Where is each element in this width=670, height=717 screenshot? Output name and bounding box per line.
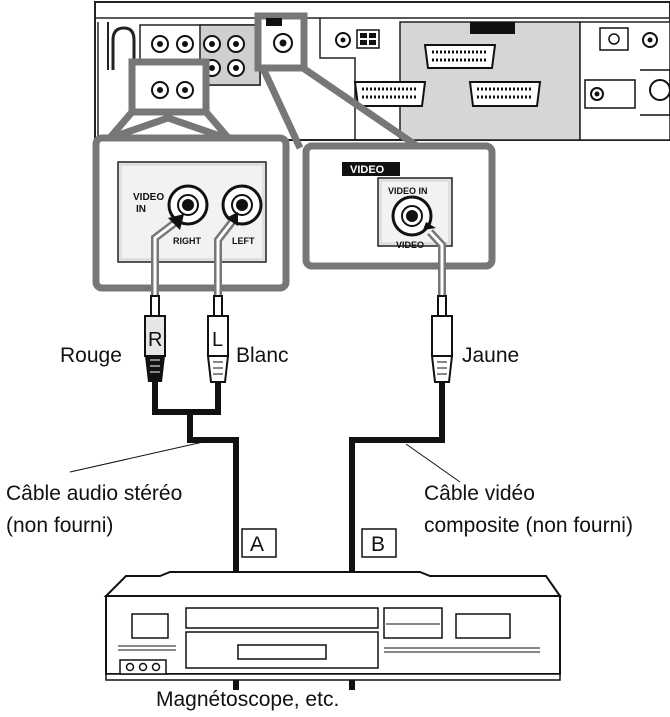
video-cable-label-1: Câble vidéo: [424, 482, 535, 505]
video-cable: [349, 382, 445, 690]
connection-arrows: [151, 212, 446, 300]
rear-jacks: [151, 35, 245, 77]
vcr-device: [103, 571, 562, 681]
white-plug: L: [206, 295, 230, 383]
blanc-label: Blanc: [236, 344, 289, 367]
audio-cable-leader: [69, 439, 213, 473]
right-jack-label: RIGHT: [173, 236, 202, 246]
svg-text:B: B: [371, 533, 385, 556]
audio-cable: [152, 382, 239, 690]
video-jack-label: VIDEO: [396, 240, 424, 250]
left-jacks-highlight: [128, 58, 210, 116]
rouge-label: Rouge: [60, 344, 122, 367]
yellow-plug: [430, 295, 454, 383]
video-in-label-1: VIDEO: [133, 192, 164, 203]
jaune-label: Jaune: [462, 344, 519, 367]
video-header: VIDEO: [350, 164, 385, 176]
receiver-back-panel: [94, 1, 670, 141]
scart-connectors: [353, 44, 542, 107]
right-audio-jack: [167, 184, 209, 226]
left-audio-jack: [221, 184, 263, 226]
audio-cable-label-1: Câble audio stéréo: [6, 482, 182, 505]
video-in-label-2: IN: [136, 204, 146, 215]
left-jack-label: LEFT: [232, 236, 255, 246]
box-a: A: [241, 528, 277, 558]
video-jack: [391, 195, 433, 237]
box-b: B: [361, 528, 397, 558]
plug-l-letter: L: [212, 329, 223, 351]
video-cable-label-2: composite (non fourni): [424, 514, 633, 537]
audio-input-callout: VIDEO IN RIGHT LEFT: [92, 134, 290, 292]
device-label: Magnétoscope, etc.: [156, 688, 339, 711]
video-in-jack-label: VIDEO IN: [388, 186, 428, 196]
red-plug: R: [144, 295, 166, 382]
svg-text:A: A: [250, 533, 264, 556]
video-input-callout: VIDEO VIDEO IN VIDEO: [302, 142, 496, 270]
video-cable-leader: [405, 443, 461, 483]
plug-r-letter: R: [148, 329, 162, 351]
audio-cable-label-2: (non fourni): [6, 514, 113, 537]
